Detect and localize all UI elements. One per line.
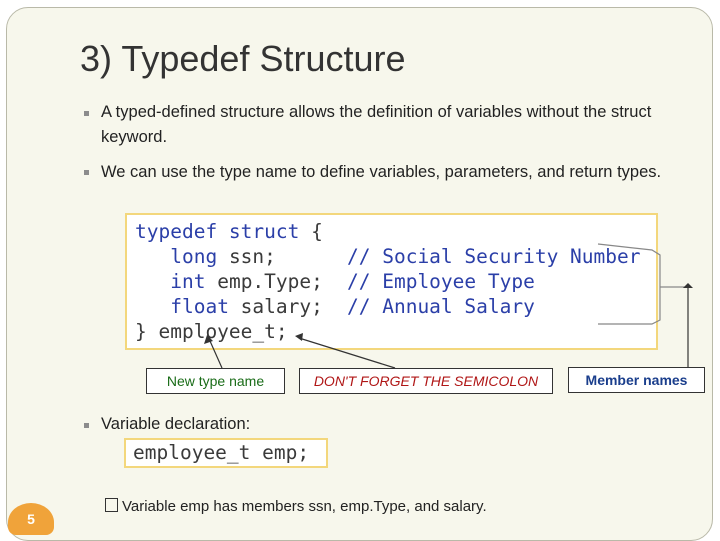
member-bracket — [597, 243, 661, 325]
checkbox-icon — [105, 498, 118, 512]
code-line-3: int emp.Type; — [135, 269, 323, 294]
arrowhead — [204, 335, 213, 344]
code-keyword: float — [170, 295, 229, 318]
code-comment: // Employee Type — [347, 270, 535, 293]
new-type-callout-line — [209, 340, 223, 369]
code-comment: // Annual Salary — [347, 295, 535, 318]
bullet-marker — [84, 111, 89, 116]
declaration-code: employee_t emp; — [133, 441, 310, 464]
sub-bullet: Variable emp has members ssn, emp.Type, … — [105, 498, 487, 515]
bullet-text-3: Variable declaration: — [101, 415, 251, 433]
slide-title: 3) Typedef Structure — [80, 38, 406, 79]
code-keyword: typedef struct — [135, 220, 300, 243]
bullet-marker — [84, 423, 89, 428]
code-text: ssn; — [217, 245, 276, 268]
callout-member-names: Member names — [568, 367, 705, 393]
code-text: { — [299, 220, 323, 243]
code-comment: // Social Security Number — [347, 245, 641, 268]
code-keyword: int — [170, 270, 206, 293]
typedef-code-block — [125, 213, 658, 350]
arrowhead — [683, 283, 693, 288]
arrowhead — [295, 333, 303, 341]
code-keyword: long — [170, 245, 218, 268]
bullet-marker — [84, 170, 89, 175]
callout-new-type-name: New type name — [146, 368, 285, 394]
semicolon-callout-line — [298, 337, 396, 369]
code-line-4: float salary; — [135, 294, 323, 319]
code-line-1: typedef struct { — [135, 219, 323, 244]
code-line-5: } employee_t; — [135, 319, 288, 344]
declaration-code-block — [124, 438, 328, 468]
page-number-badge: 5 — [8, 503, 54, 535]
sub-bullet-text: Variable emp has members ssn, emp.Type, … — [122, 498, 487, 515]
callout-semicolon: DON'T FORGET THE SEMICOLON — [299, 368, 553, 394]
bullet-text-1: A typed-defined structure allows the def… — [101, 103, 652, 146]
code-text: emp.Type; — [205, 270, 323, 293]
code-text: salary; — [228, 295, 323, 318]
bullet-text-2: We can use the type name to define varia… — [101, 163, 662, 181]
code-text: } employee_t; — [135, 320, 288, 343]
code-line-2: long ssn; — [135, 244, 276, 269]
